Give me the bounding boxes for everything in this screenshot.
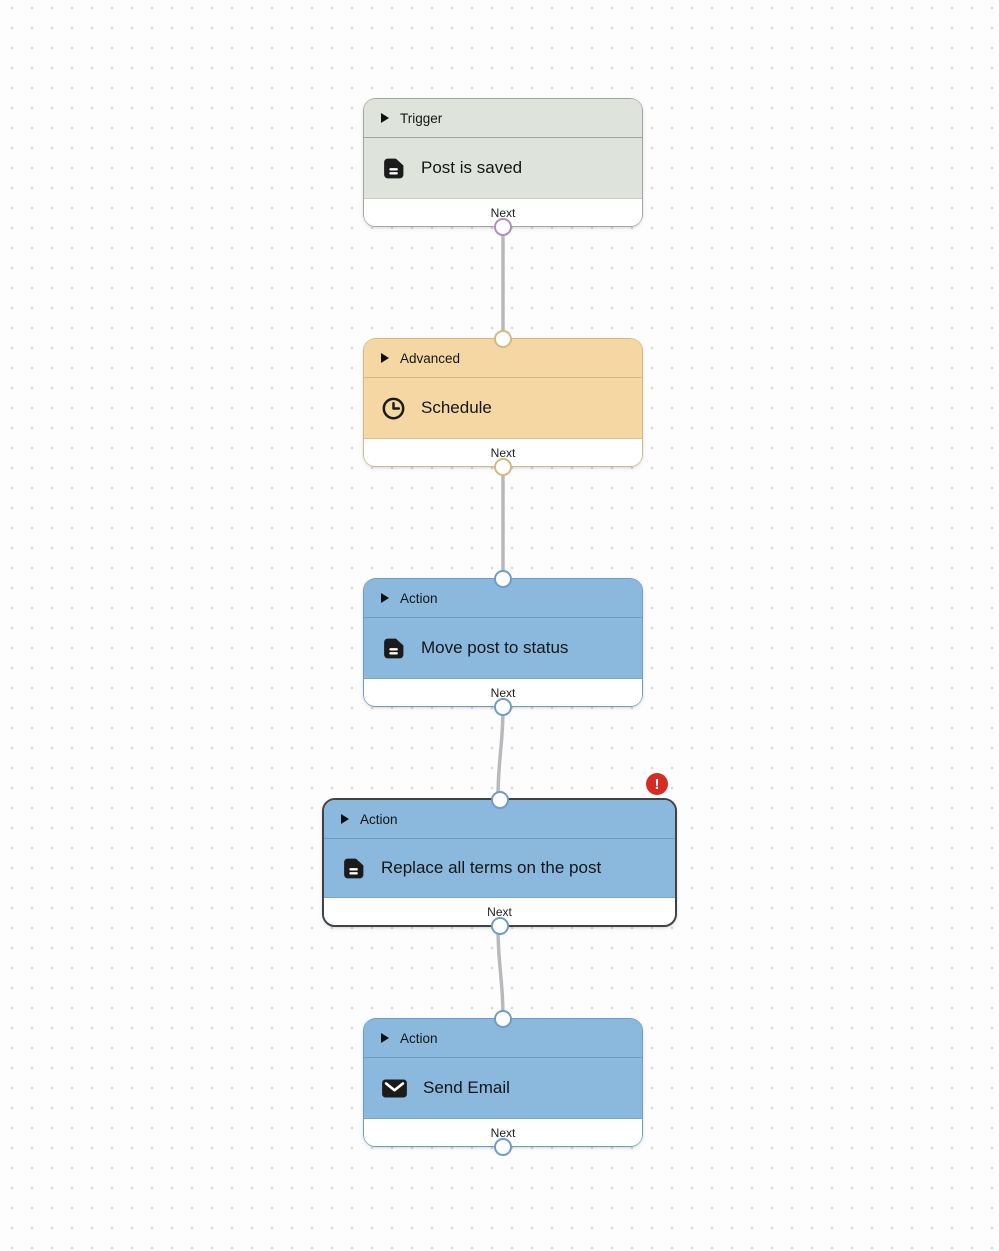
input-handle[interactable] <box>490 790 509 809</box>
next-output-label: Next <box>490 445 516 460</box>
workflow-node-post-is-saved[interactable]: Trigger Post is saved Next <box>363 98 643 236</box>
output-handle[interactable] <box>494 217 512 236</box>
output-handle[interactable] <box>494 697 512 716</box>
node-body: Move post to status <box>364 618 642 679</box>
output-handle[interactable] <box>494 457 512 476</box>
output-handle[interactable] <box>490 916 509 935</box>
workflow-node-schedule[interactable]: Advanced Schedule Next <box>363 329 643 476</box>
node-body: Post is saved <box>364 138 642 199</box>
node-title: Replace all terms on the post <box>381 858 602 877</box>
node-header[interactable]: Trigger <box>364 99 642 138</box>
collapse-triangle-icon <box>381 593 389 603</box>
node-type-label: Action <box>360 811 398 827</box>
post-document-icon <box>381 156 406 181</box>
collapse-triangle-icon <box>341 814 349 824</box>
node-type-label: Trigger <box>400 110 443 126</box>
next-output-label: Next <box>487 904 512 919</box>
email-icon <box>381 1076 408 1101</box>
post-document-icon <box>341 856 366 881</box>
output-handle[interactable] <box>494 1137 512 1156</box>
post-document-icon <box>381 636 406 661</box>
collapse-triangle-icon <box>381 353 389 363</box>
node-type-label: Action <box>400 1030 438 1046</box>
node-body: Schedule <box>364 378 642 439</box>
input-handle[interactable] <box>494 569 512 588</box>
input-handle[interactable] <box>494 329 512 348</box>
node-title: Send Email <box>423 1078 510 1097</box>
node-title: Move post to status <box>421 638 569 657</box>
workflow-node-replace-all-terms[interactable]: ! Action Replace all terms on the post N… <box>322 773 677 935</box>
clock-icon <box>381 396 406 421</box>
collapse-triangle-icon <box>381 1033 389 1043</box>
node-type-label: Action <box>400 590 438 606</box>
node-footer: Next <box>364 1119 642 1146</box>
edge-replace-terms-to-send-email[interactable] <box>496 926 505 1019</box>
next-output-label: Next <box>490 205 516 220</box>
workflow-node-move-post-to-status[interactable]: Action Move post to status Next <box>363 569 643 716</box>
node-body: Send Email <box>364 1058 642 1119</box>
node-title: Post is saved <box>421 158 523 177</box>
next-output-label: Next <box>490 1125 516 1140</box>
node-type-label: Advanced <box>400 350 461 366</box>
error-badge-icon[interactable]: ! <box>646 773 668 795</box>
collapse-triangle-icon <box>381 113 389 123</box>
workflow-node-send-email[interactable]: Action Send Email Next <box>363 1009 643 1156</box>
input-handle[interactable] <box>494 1009 512 1028</box>
next-output-label: Next <box>490 685 516 700</box>
node-title: Schedule <box>421 398 492 417</box>
edge-move-post-to-replace-terms[interactable] <box>496 706 505 799</box>
node-body: Replace all terms on the post <box>324 839 675 898</box>
